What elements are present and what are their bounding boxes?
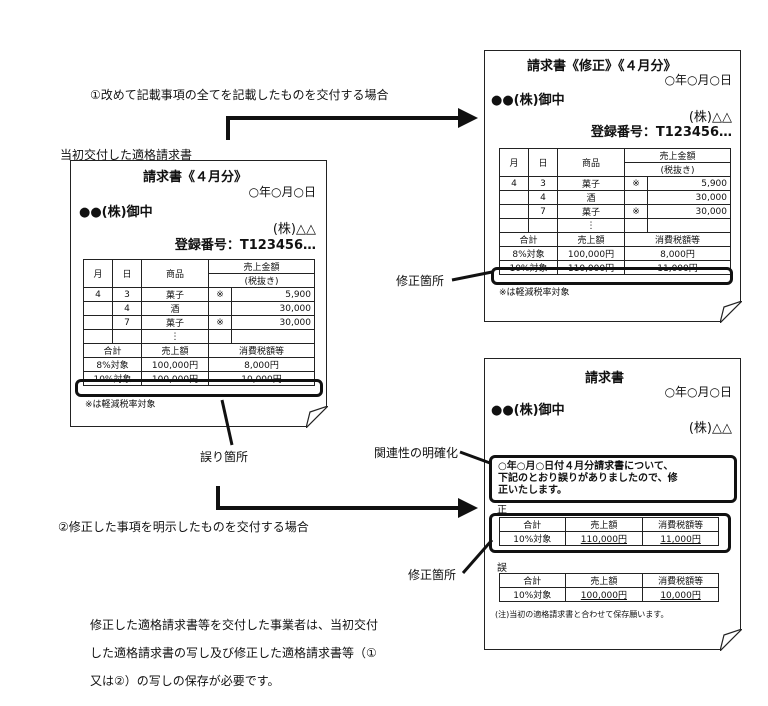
items-table: 月 日 商品 売上金額 (税抜き) 4 3 菓子 ※ 5,900 4 酒 30,… — [499, 148, 731, 275]
table-cell: 100,000円 — [564, 587, 644, 602]
table-row: 7 菓子 ※ 30,000 — [499, 204, 731, 219]
correction-location-label-2: 修正箇所 — [408, 568, 457, 582]
arrow-to-corrected — [226, 116, 462, 140]
sum-row: 8%対象 100,000円 8,000円 — [83, 357, 315, 372]
arrowhead-icon — [458, 498, 478, 518]
items-table: 月 日 商品 売上金額 (税抜き) 4 3 菓子 ※ 5,900 4 酒 30,… — [83, 259, 315, 386]
error-location-label: 誤り箇所 — [200, 450, 249, 464]
doc-addressee: ●●(株)御中 — [491, 93, 565, 108]
correction-pointer-line-2 — [461, 539, 494, 574]
doc-addressee: ●●(株)御中 — [79, 205, 153, 220]
message-line: ○年○月○日付４月分請求書について、 — [498, 461, 674, 472]
table-row: 4 3 菓子 ※ 5,900 — [499, 176, 731, 191]
doc-registration-number: 登録番号：T123456… — [174, 238, 316, 253]
footer-line: 又は②）の写しの保存が必要です。 — [90, 674, 280, 688]
doc-title: 請求書《修正》《４月分》 — [527, 59, 677, 74]
wrong-label: 誤 — [497, 563, 507, 574]
doc-date: ○年○月○日 — [664, 73, 732, 87]
correct-label: 正 — [497, 505, 507, 516]
doc-issuer: (株)△△ — [688, 110, 732, 125]
doc-footnote: (注)当初の適格請求書と合わせて保存願います。 — [495, 610, 669, 619]
header-cell: 月 — [499, 148, 529, 177]
folded-corner-icon — [306, 406, 328, 428]
correction-pointer-line-1 — [451, 270, 493, 282]
case1-label: ①改めて記載事項の全てを記載したものを交付する場合 — [90, 88, 389, 102]
doc-note: ※は軽減税率対象 — [499, 288, 570, 298]
error-highlight — [75, 379, 323, 397]
footer-line: 修正した適格請求書等を交付した事業者は、当初交付 — [90, 618, 379, 632]
footer-line: した適格請求書の写し及び修正した適格請求書等（① — [90, 646, 377, 660]
relation-label: 関連性の明確化 — [374, 446, 459, 460]
table-row: 10%対象 110,000円 11,000円 — [499, 531, 719, 546]
doc-issuer: (株)△△ — [272, 222, 316, 237]
original-invoice-label: 当初交付した適格請求書 — [60, 148, 193, 162]
arrow-to-amendment — [216, 486, 462, 510]
correction-location-label-1: 修正箇所 — [396, 274, 445, 288]
doc-date: ○年○月○日 — [664, 385, 732, 399]
relation-message-box: ○年○月○日付４月分請求書について、 下記のとおり誤りがありましたので、修 正い… — [489, 455, 737, 503]
table-cell: 11,000円 — [642, 531, 719, 546]
wrong-table: 合計 売上額 消費税額等 10%対象 100,000円 10,000円 — [499, 573, 719, 602]
folded-corner-icon — [720, 629, 742, 651]
sum-row: 8%対象 100,000円 8,000円 — [499, 246, 731, 261]
doc-registration-number: 登録番号：T123456… — [590, 125, 732, 140]
doc-date: ○年○月○日 — [248, 185, 316, 199]
doc-issuer: (株)△△ — [688, 421, 732, 436]
table-cell: 110,000円 — [564, 531, 644, 546]
table-row: 4 酒 30,000 — [499, 190, 731, 205]
message-line: 下記のとおり誤りがありましたので、修 — [498, 473, 678, 484]
original-invoice-doc: 請求書《４月分》 ○年○月○日 ●●(株)御中 (株)△△ 登録番号：T1234… — [70, 160, 328, 428]
case2-label: ②修正した事項を明示したものを交付する場合 — [58, 520, 309, 534]
correction-highlight — [489, 513, 731, 553]
error-pointer-line — [220, 399, 234, 446]
correction-highlight — [491, 267, 733, 285]
doc-title: 請求書《４月分》 — [143, 170, 248, 185]
doc-title: 請求書 — [585, 371, 625, 386]
folded-corner-icon — [720, 301, 742, 323]
table-row: 10%対象 100,000円 10,000円 — [499, 587, 719, 602]
arrowhead-icon — [458, 108, 478, 128]
relation-pointer-line — [459, 450, 491, 465]
doc-note: ※は軽減税率対象 — [85, 400, 156, 410]
table-cell: 10,000円 — [642, 587, 719, 602]
amendment-invoice-doc: 請求書 ○年○月○日 ●●(株)御中 (株)△△ ○年○月○日付４月分請求書につ… — [484, 358, 742, 651]
doc-addressee: ●●(株)御中 — [491, 403, 565, 418]
message-line: 正いたします。 — [498, 485, 567, 496]
correct-table: 合計 売上額 消費税額等 10%対象 110,000円 11,000円 — [499, 517, 719, 546]
header-cell: 商品 — [557, 148, 625, 177]
corrected-invoice-doc: 請求書《修正》《４月分》 ○年○月○日 ●●(株)御中 (株)△△ 登録番号：T… — [484, 50, 742, 323]
sum-header-row: 合計 売上額 消費税額等 — [499, 232, 731, 247]
